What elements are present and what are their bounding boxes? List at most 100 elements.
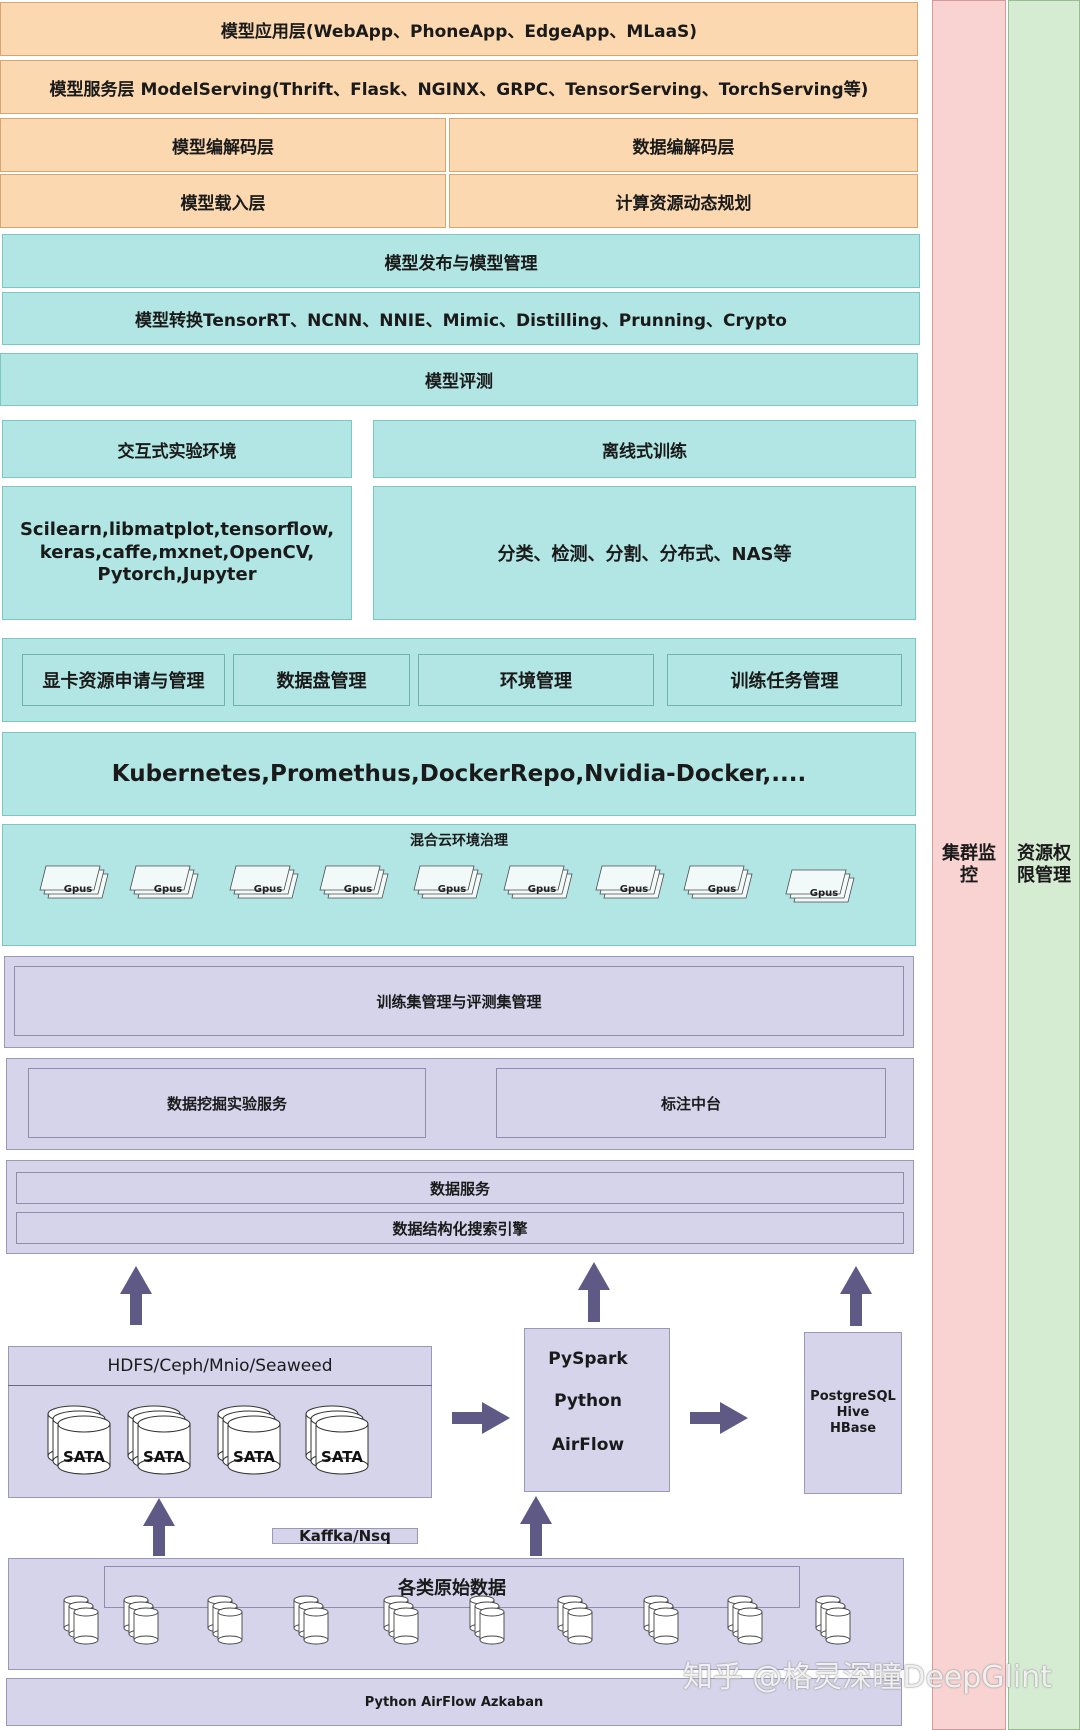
raw-disk-icon bbox=[63, 1595, 99, 1645]
data-codec-label: 数据编解码层 bbox=[632, 137, 735, 158]
compute-engines bbox=[524, 1328, 670, 1492]
sata-disk-icon: SATA bbox=[47, 1405, 111, 1475]
sata-disks: SATA SATA SATA SATA bbox=[47, 1405, 369, 1475]
annotation-label: 标注中台 bbox=[660, 1094, 721, 1113]
storage-title-label: HDFS/Ceph/Mnio/Seaweed bbox=[107, 1355, 333, 1376]
database-label: PostgreSQL Hive HBase bbox=[810, 1388, 896, 1437]
dataset-management: 训练集管理与评测集管理 bbox=[14, 966, 904, 1036]
model-load-label: 模型载入层 bbox=[180, 193, 266, 214]
compute-plan-label: 计算资源动态规划 bbox=[615, 193, 752, 214]
right-arrow-compute-db bbox=[690, 1402, 748, 1434]
evaluate-label: 模型评测 bbox=[425, 372, 493, 392]
raw-disk-icon bbox=[293, 1595, 329, 1645]
model-serving-layer: 模型服务层 ModelServing(Thrift、Flask、NGINX、GR… bbox=[0, 60, 918, 114]
search-engine-label: 数据结构化搜索引擎 bbox=[392, 1219, 528, 1238]
sata-label: SATA bbox=[321, 1448, 363, 1466]
data-codec-layer: 数据编解码层 bbox=[449, 118, 918, 172]
data-service: 数据服务 bbox=[16, 1172, 904, 1204]
annotation-platform: 标注中台 bbox=[496, 1068, 886, 1138]
resource-permission-column: 资源权 限管理 bbox=[1008, 0, 1080, 1730]
gpu-stack-icon: Gpus bbox=[595, 865, 665, 899]
raw-data-title: 各类原始数据 bbox=[104, 1566, 800, 1608]
airflow-label: AirFlow bbox=[551, 1435, 625, 1455]
data-disk-label: 数据盘管理 bbox=[276, 671, 367, 692]
data-mining-service: 数据挖掘实验服务 bbox=[28, 1068, 426, 1138]
gpu-resource-management: 显卡资源申请与管理 bbox=[22, 654, 225, 706]
gpu-stack-icon: Gpus bbox=[683, 865, 753, 899]
gpu-stack-icon: Gpus bbox=[319, 865, 389, 899]
training-task-management: 训练任务管理 bbox=[667, 654, 902, 706]
raw-disk-icon bbox=[469, 1595, 505, 1645]
convert-label: 模型转换TensorRT、NCNN、NNIE、Mimic、Distilling、… bbox=[135, 311, 787, 331]
structured-search-engine: 数据结构化搜索引擎 bbox=[16, 1212, 904, 1244]
storage-title: HDFS/Ceph/Mnio/Seaweed bbox=[8, 1346, 432, 1386]
interactive-environment: 交互式实验环境 bbox=[2, 420, 352, 478]
raw-disk-icon bbox=[207, 1595, 243, 1645]
watermark: 知乎 @格灵深瞳DeepGlint bbox=[682, 1660, 1052, 1695]
sata-disk-icon: SATA bbox=[217, 1405, 281, 1475]
gpu-label: Gpus bbox=[154, 884, 182, 895]
gpu-resource-label: 显卡资源申请与管理 bbox=[42, 671, 205, 692]
data-service-label: 数据服务 bbox=[429, 1179, 490, 1198]
model-codec-layer: 模型编解码层 bbox=[0, 118, 446, 172]
raw-data-disks bbox=[63, 1595, 851, 1645]
serving-layer-label: 模型服务层 ModelServing(Thrift、Flask、NGINX、GR… bbox=[49, 79, 869, 100]
model-publish-management: 模型发布与模型管理 bbox=[2, 234, 920, 288]
python-item: Python bbox=[524, 1386, 652, 1416]
up-arrow-compute bbox=[578, 1262, 610, 1322]
kaffka-label: Kaffka/Nsq bbox=[299, 1527, 391, 1545]
cluster-monitor-label: 集群监 控 bbox=[942, 842, 996, 887]
sata-disk-icon: SATA bbox=[127, 1405, 191, 1475]
interactive-libraries: Scilearn,libmatplot,tensorflow, keras,ca… bbox=[2, 486, 352, 620]
gpu-label: Gpus bbox=[254, 884, 282, 895]
gpu-stack-icon: Gpus bbox=[229, 865, 299, 899]
raw-data-label: 各类原始数据 bbox=[398, 1578, 506, 1599]
sata-label: SATA bbox=[143, 1448, 185, 1466]
gpu-label: Gpus bbox=[810, 888, 838, 899]
gpu-label: Gpus bbox=[620, 884, 648, 895]
sata-label: SATA bbox=[63, 1448, 105, 1466]
raw-disk-icon bbox=[383, 1595, 419, 1645]
offline-train-label: 离线式训练 bbox=[602, 441, 687, 462]
right-arrow-storage-compute bbox=[452, 1402, 510, 1434]
interactive-libs-label: Scilearn,libmatplot,tensorflow, keras,ca… bbox=[19, 519, 335, 586]
up-arrow-storage bbox=[120, 1266, 152, 1325]
scheduler-label: Python AirFlow Azkaban bbox=[364, 1694, 544, 1710]
gpu-label: Gpus bbox=[64, 884, 92, 895]
raw-disk-icon bbox=[727, 1595, 763, 1645]
gpu-stack-icon: Gpus bbox=[503, 865, 573, 899]
kaffka-nsq: Kaffka/Nsq bbox=[272, 1527, 418, 1545]
airflow-item: AirFlow bbox=[524, 1430, 652, 1460]
offline-training: 离线式训练 bbox=[373, 420, 916, 478]
up-arrow-raw-compute bbox=[520, 1496, 552, 1556]
data-disk-management: 数据盘管理 bbox=[233, 654, 410, 706]
python-label: Python bbox=[554, 1391, 622, 1411]
offline-tasks-label: 分类、检测、分割、分布式、NAS等 bbox=[497, 544, 792, 565]
up-arrow-raw-storage bbox=[143, 1498, 175, 1556]
environment-management: 环境管理 bbox=[418, 654, 654, 706]
interactive-env-label: 交互式实验环境 bbox=[117, 441, 237, 462]
gpu-label: Gpus bbox=[708, 884, 736, 895]
flow-arrows bbox=[120, 1262, 872, 1556]
raw-disk-icon bbox=[123, 1595, 159, 1645]
training-task-label: 训练任务管理 bbox=[730, 671, 839, 692]
database-stores: PostgreSQL Hive HBase bbox=[804, 1332, 902, 1494]
pyspark-label: PySpark bbox=[548, 1349, 628, 1369]
gpu-stack-icon: Gpus bbox=[413, 865, 483, 899]
sata-disk-icon: SATA bbox=[305, 1405, 369, 1475]
publish-manage-label: 模型发布与模型管理 bbox=[384, 253, 538, 274]
offline-tasks: 分类、检测、分割、分布式、NAS等 bbox=[373, 486, 916, 620]
raw-disk-icon bbox=[557, 1595, 593, 1645]
model-codec-label: 模型编解码层 bbox=[172, 137, 274, 158]
data-mining-label: 数据挖掘实验服务 bbox=[166, 1094, 287, 1113]
hybrid-cloud-label: 混合云环境治理 bbox=[410, 833, 508, 849]
gpu-label: Gpus bbox=[528, 884, 556, 895]
raw-disk-icon bbox=[643, 1595, 679, 1645]
app-layer-label: 模型应用层(WebApp、PhoneApp、EdgeApp、MLaaS) bbox=[220, 21, 698, 42]
model-load-layer: 模型载入层 bbox=[0, 174, 446, 228]
sata-label: SATA bbox=[233, 1448, 275, 1466]
model-evaluation: 模型评测 bbox=[0, 353, 918, 406]
environment-label: 环境管理 bbox=[500, 671, 572, 692]
up-arrow-db bbox=[840, 1266, 872, 1326]
